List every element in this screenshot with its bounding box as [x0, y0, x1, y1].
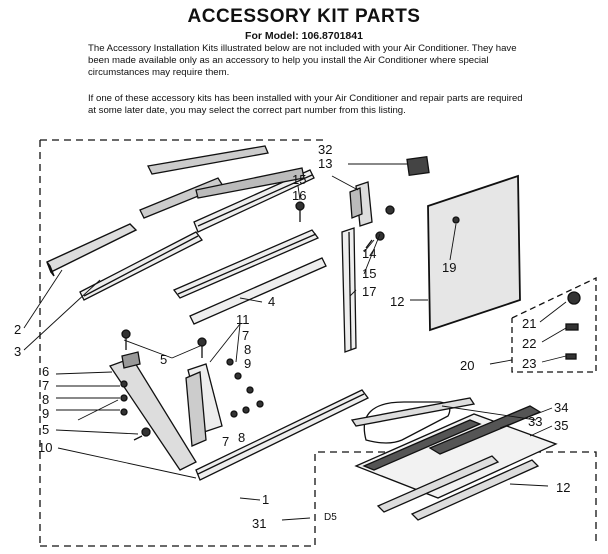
callout-31: 31 [252, 516, 266, 531]
block-part-32 [406, 155, 430, 177]
model-number-line: For Model: 106.8701841 [245, 30, 363, 42]
hardware-kit-boundary [511, 276, 597, 373]
callout-9b: 9 [244, 356, 251, 371]
callout-12b: 12 [556, 480, 570, 495]
panel-part-12 [427, 174, 521, 332]
support-part-6 [108, 351, 197, 471]
callout-17: 17 [362, 284, 376, 299]
vertical-channel-17 [341, 227, 357, 353]
callout-8a: 8 [42, 392, 49, 407]
intro-paragraph-2: If one of these accessory kits has been … [88, 93, 523, 116]
callout-21: 21 [522, 316, 536, 331]
rail-part-16 [172, 229, 320, 299]
rail-part-2 [46, 223, 138, 277]
callout-2: 2 [14, 322, 21, 337]
callout-11: 11 [236, 312, 250, 327]
callout-23: 23 [522, 356, 536, 371]
bracket-part-13 [349, 181, 373, 227]
callout-20: 20 [460, 358, 474, 373]
rail-top-right [193, 167, 315, 233]
callout-5a: 5 [160, 352, 167, 367]
ds-kit-panel [354, 405, 558, 521]
callout-12a: 12 [390, 294, 404, 309]
callout-8b: 8 [244, 342, 251, 357]
rail-part-10 [195, 389, 369, 481]
kit-boundary-frame [39, 139, 597, 547]
callout-35: 35 [554, 418, 568, 433]
callout-1: 1 [262, 492, 269, 507]
strip-part-31 [350, 397, 476, 427]
rail-part-4 [189, 257, 327, 325]
callout-22: 22 [522, 336, 536, 351]
callout-33: 33 [528, 414, 542, 429]
kit-label-ds: D5 [324, 512, 337, 523]
leader-lines [23, 163, 567, 521]
support-part-11 [185, 363, 223, 447]
callout-8c: 8 [238, 430, 245, 445]
callout-13: 13 [318, 156, 332, 171]
page-title: ACCESSORY KIT PARTS [187, 6, 421, 27]
callout-15b: 15 [362, 266, 376, 281]
callout-19: 19 [442, 260, 456, 275]
callout-3: 3 [14, 344, 21, 359]
callout-7b: 7 [242, 328, 249, 343]
intro-paragraph-1: The Accessory Installation Kits illustra… [88, 43, 517, 78]
callout-7c: 7 [222, 434, 229, 449]
rail-upper-left [139, 145, 269, 219]
callout-14: 14 [362, 246, 376, 261]
callout-9a: 9 [42, 406, 49, 421]
callout-32: 32 [318, 142, 332, 157]
callout-7a: 7 [42, 378, 49, 393]
callout-10: 10 [38, 440, 52, 455]
screws [120, 201, 581, 441]
callout-5b: 5 [42, 422, 49, 437]
callout-16: 16 [292, 188, 306, 203]
callout-4: 4 [268, 294, 275, 309]
callout-34: 34 [554, 400, 568, 415]
rail-part-3 [79, 231, 203, 301]
callout-15a: 15 [292, 172, 306, 187]
callout-6: 6 [42, 364, 49, 379]
